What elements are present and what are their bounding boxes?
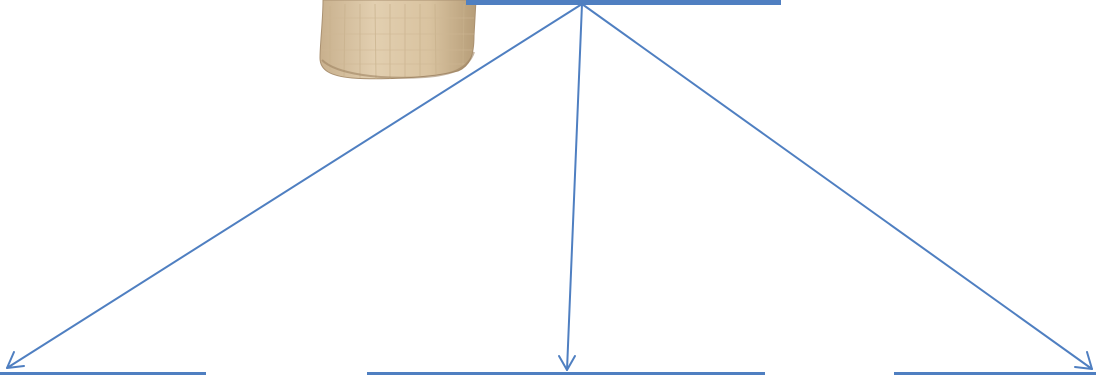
burlap-sack-icon <box>320 0 476 79</box>
arrow-to-center <box>559 4 582 370</box>
arrow-to-right <box>582 4 1092 369</box>
arrow-to-left <box>7 4 582 368</box>
